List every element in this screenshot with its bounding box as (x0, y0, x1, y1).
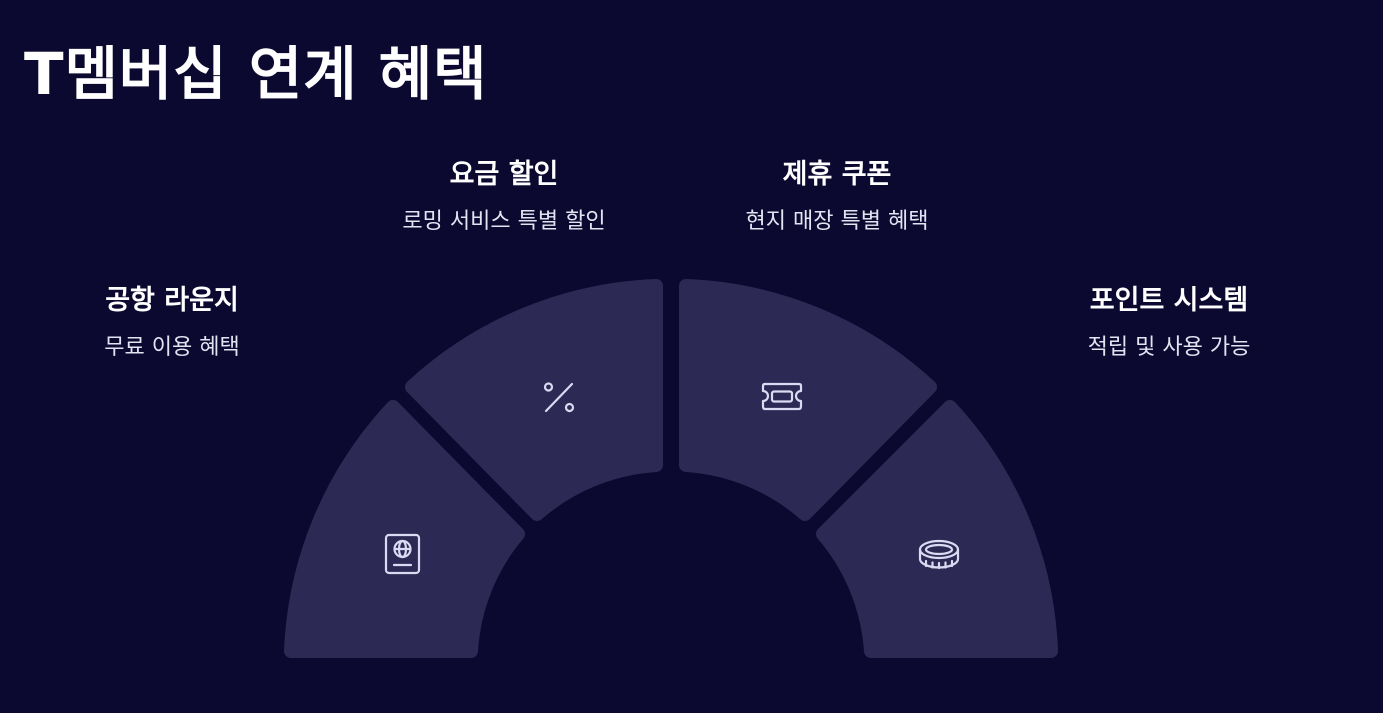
page-title: T멤버십 연계 혜택 (24, 40, 488, 108)
segment-airport-lounge (284, 400, 525, 658)
benefit-label-fee-discount: 요금 할인 로밍 서비스 특별 할인 (324, 158, 684, 236)
segment-fee-discount (405, 279, 663, 521)
benefit-description: 무료 이용 혜택 (104, 335, 240, 360)
benefit-label-airport-lounge: 공항 라운지 무료 이용 혜택 (0, 284, 352, 362)
benefit-description: 로밍 서비스 특별 할인 (402, 209, 606, 234)
benefit-title: 요금 할인 (449, 159, 559, 190)
benefit-label-partner-coupon: 제휴 쿠폰 현지 매장 특별 혜택 (657, 158, 1017, 236)
benefit-title: 포인트 시스템 (1089, 285, 1249, 316)
benefit-description: 적립 및 사용 가능 (1087, 335, 1251, 360)
passport-icon (384, 533, 421, 575)
ticket-icon (761, 382, 803, 411)
percent-icon (543, 382, 575, 413)
benefit-title: 공항 라운지 (105, 285, 239, 316)
benefit-title: 제휴 쿠폰 (782, 159, 892, 190)
benefit-description: 현지 매장 특별 혜택 (745, 209, 929, 234)
segment-point-system (816, 400, 1058, 658)
coins-icon (918, 539, 960, 570)
segment-partner-coupon (679, 279, 937, 521)
benefit-label-point-system: 포인트 시스템 적립 및 사용 가능 (989, 284, 1349, 362)
